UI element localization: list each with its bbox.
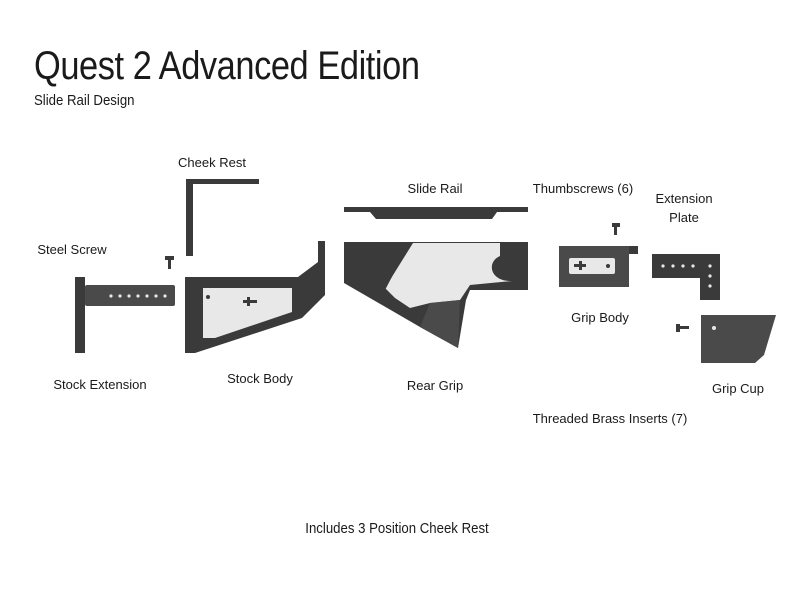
label-steel-screw: Steel Screw xyxy=(37,242,107,257)
stock-body-part xyxy=(185,241,325,353)
thumbscrew-part xyxy=(612,223,620,235)
label-grip-body: Grip Body xyxy=(571,310,629,325)
label-stock-extension: Stock Extension xyxy=(53,377,147,392)
label-extension-plate-line2: Plate xyxy=(669,210,699,225)
label-slide-rail: Slide Rail xyxy=(407,181,463,196)
steel-screw-part xyxy=(165,256,174,269)
page-title: Quest 2 Advanced Edition xyxy=(34,44,420,88)
cheek-rest-part xyxy=(186,179,259,256)
label-stock-body: Stock Body xyxy=(227,371,293,386)
label-thumbscrews: Thumbscrews (6) xyxy=(532,181,634,196)
rear-grip-part xyxy=(344,242,528,348)
label-extension-plate: Extension Plate xyxy=(655,189,712,227)
footer-note: Includes 3 Position Cheek Rest xyxy=(305,520,489,537)
grip-body-part xyxy=(559,246,638,287)
slide-rail-part xyxy=(344,207,528,219)
label-rear-grip: Rear Grip xyxy=(406,378,464,393)
grip-cup-part xyxy=(676,315,776,363)
extension-plate-part xyxy=(652,254,720,300)
label-threaded-brass-inserts: Threaded Brass Inserts (7) xyxy=(532,411,688,426)
label-grip-cup: Grip Cup xyxy=(711,381,765,396)
label-cheek-rest: Cheek Rest xyxy=(178,155,246,170)
page-subtitle: Slide Rail Design xyxy=(34,92,135,109)
label-extension-plate-line1: Extension xyxy=(655,191,713,206)
stock-extension-part xyxy=(75,277,175,353)
